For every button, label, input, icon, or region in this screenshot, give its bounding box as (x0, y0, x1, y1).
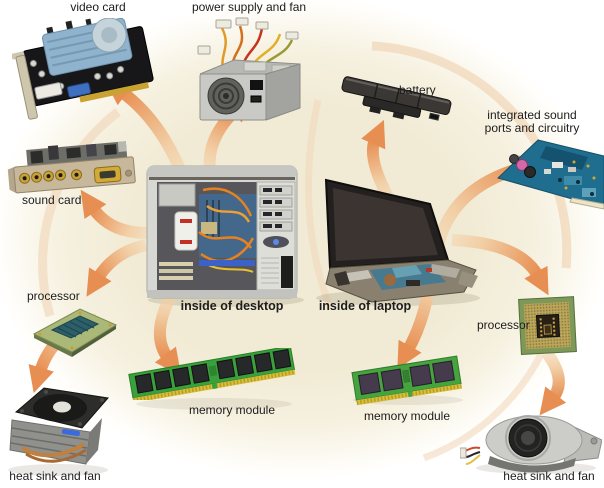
desktop-tower-image (146, 165, 298, 299)
arrow-laptop-to-processor (451, 234, 549, 296)
integrated-sound-label-line1: integrated sound (487, 108, 577, 122)
desktop-processor-image (32, 308, 118, 357)
vga-port (66, 82, 91, 98)
laptop-processor-image (518, 296, 577, 355)
laptop-heatsink-label: heat sink and fan (503, 469, 595, 483)
swirl-arc (371, 41, 572, 269)
audio-jack-pink (516, 159, 528, 171)
battery-image (341, 76, 452, 121)
arrow-desktop-to-processor (86, 239, 148, 297)
dvi-port (34, 82, 63, 100)
laptop-heatsink-image (460, 415, 602, 473)
sound-card-image (7, 141, 136, 194)
arrow-processor-to-heatsink-laptop (539, 349, 567, 416)
integrated-sound-image (497, 139, 604, 210)
video-card-image (12, 18, 154, 120)
inside-of-laptop-label: inside of laptop (318, 299, 412, 313)
integrated-sound-label-line2: ports and circuitry (484, 121, 580, 135)
gold-edge-connector (79, 82, 150, 103)
integrated-sound-label: integrated sound ports and circuitry (485, 109, 580, 135)
swirl-arc (304, 99, 334, 310)
arrow-laptop-to-battery (361, 119, 395, 202)
laptop-processor-label: processor (477, 318, 530, 332)
arrow-desktop-to-sound-card (80, 189, 148, 239)
inside-of-desktop-label: inside of desktop (180, 299, 284, 313)
arrow-desktop-to-memory (153, 291, 182, 376)
power-supply-image (197, 17, 301, 121)
laptop-memory-label: memory module (363, 409, 451, 423)
copper-heat-pipe (20, 442, 86, 458)
sound-card-label: sound card (22, 193, 82, 207)
arrow-desktop-to-video-card (104, 78, 188, 177)
desktop-memory-image (128, 348, 296, 400)
battery-label: battery (399, 83, 436, 97)
video-card-label: video card (70, 0, 126, 14)
power-socket (250, 80, 263, 90)
laptop-memory-image (351, 355, 462, 406)
desktop-memory-label: memory module (188, 403, 276, 417)
desktop-heatsink-image (9, 387, 109, 465)
desktop-heatsink-label: heat sink and fan (9, 469, 101, 483)
bracket (15, 54, 38, 120)
laptop-image (324, 178, 478, 303)
audio-jack-black (524, 166, 536, 178)
power-supply-label: power supply and fan (191, 0, 307, 14)
desktop-processor-label: processor (27, 289, 80, 303)
swirl-arc (38, 108, 121, 318)
